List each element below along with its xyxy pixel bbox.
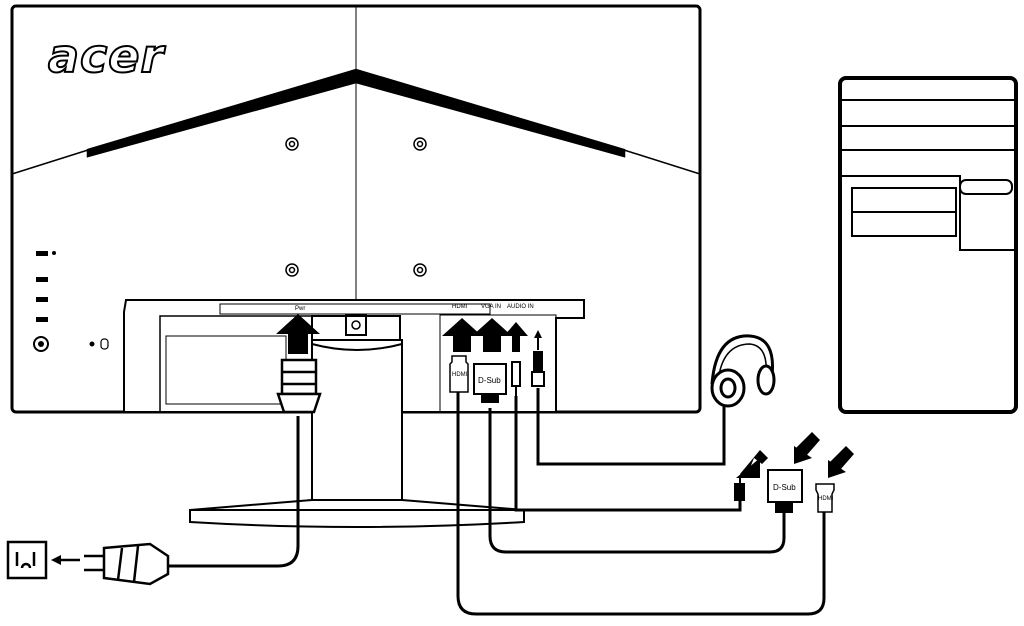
power-plug-icon — [84, 542, 170, 586]
headphones-icon — [710, 334, 776, 408]
arrow-up-icon — [276, 314, 528, 354]
hdmi-plug-icon: HDMI — [449, 355, 469, 393]
cables — [168, 388, 826, 616]
port-label-power: Pwr — [295, 306, 305, 312]
audio-jack-icon — [511, 351, 545, 396]
headphone-cable — [536, 388, 726, 466]
pc-tower-icon — [838, 76, 1018, 414]
port-label-vga: VGA IN — [481, 304, 501, 310]
power-cable — [168, 416, 300, 568]
power-connector — [276, 358, 322, 414]
audio-jack-icon — [734, 476, 745, 501]
dsub-plug-icon: D-Sub — [767, 469, 803, 513]
dsub-plug-icon: D-Sub — [473, 363, 507, 403]
svg-text:D-Sub: D-Sub — [773, 483, 796, 492]
arrow-down-icon — [736, 432, 854, 478]
hdmi-cable — [456, 392, 826, 616]
hdmi-plug-icon: HDMI — [815, 483, 835, 513]
audio-cable — [514, 396, 742, 512]
acer-logo: acer — [48, 29, 167, 83]
svg-text:HDMI: HDMI — [452, 372, 468, 378]
dsub-cable — [488, 408, 786, 554]
svg-text:HDMI: HDMI — [818, 496, 834, 502]
port-label-audio: AUDIO IN — [507, 304, 534, 310]
port-label-hdmi: HDMI — [452, 304, 468, 310]
power-outlet-icon — [6, 540, 48, 580]
svg-text:D-Sub: D-Sub — [478, 376, 501, 385]
